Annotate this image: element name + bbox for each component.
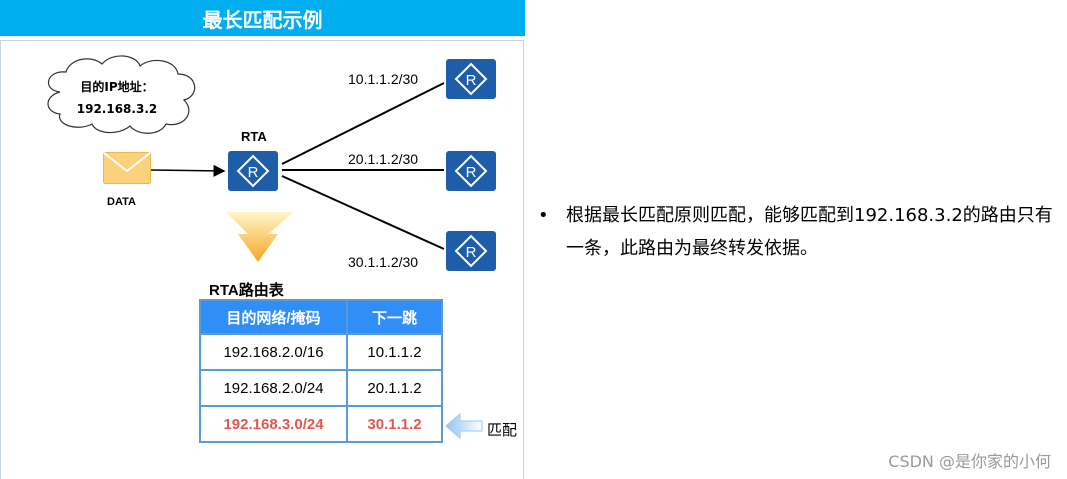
svg-text:R: R bbox=[466, 244, 477, 261]
svg-text:R: R bbox=[466, 72, 477, 89]
table-header-row: 目的网络/掩码 下一跳 bbox=[201, 301, 441, 333]
routing-table: 目的网络/掩码 下一跳 192.168.2.0/16 10.1.1.2 192.… bbox=[199, 299, 443, 443]
table-row: 192.168.2.0/16 10.1.1.2 bbox=[201, 335, 441, 369]
rta-router-icon: R bbox=[228, 151, 278, 191]
connection-lines bbox=[47, 55, 483, 440]
watermark: CSDN @是你家的小何 bbox=[888, 452, 1051, 471]
diagram-panel bbox=[0, 40, 524, 479]
left-arrow-icon bbox=[445, 412, 483, 440]
cloud-label: 目的IP地址： 192.168.3.2 bbox=[62, 76, 172, 120]
down-arrow-icon bbox=[226, 212, 294, 262]
data-label: DATA bbox=[107, 196, 136, 208]
data-to-rta-arrow bbox=[150, 164, 226, 177]
explanation-text: 根据最长匹配原则匹配，能够匹配到192.168.3.2的路由只有一条，此路由为最… bbox=[566, 205, 1053, 259]
bullet-symbol: • bbox=[538, 205, 549, 226]
envelope-icon bbox=[103, 152, 151, 184]
diagram-title: 最长匹配示例 bbox=[0, 0, 525, 36]
cloud-shape bbox=[47, 55, 196, 134]
cell-next-hop: 30.1.1.2 bbox=[348, 407, 441, 441]
svg-text:R: R bbox=[248, 164, 259, 181]
rta-label: RTA bbox=[241, 129, 267, 144]
cell-destination: 192.168.2.0/16 bbox=[201, 335, 346, 369]
router-icon-1: R bbox=[446, 59, 496, 99]
header-destination: 目的网络/掩码 bbox=[201, 301, 346, 333]
route-label-1: 10.1.1.2/30 bbox=[348, 71, 419, 87]
svg-text:R: R bbox=[466, 164, 477, 181]
header-next-hop: 下一跳 bbox=[348, 301, 441, 333]
table-caption: RTA路由表 bbox=[209, 282, 284, 299]
cell-next-hop: 20.1.1.2 bbox=[348, 371, 441, 405]
table-row: 192.168.2.0/24 20.1.1.2 bbox=[201, 371, 441, 405]
router-icon-3: R bbox=[446, 231, 496, 271]
link-to-router-3 bbox=[281, 175, 445, 250]
route-label-3: 30.1.1.2/30 bbox=[348, 254, 419, 270]
cell-destination: 192.168.3.0/24 bbox=[201, 407, 346, 441]
table-row-matched: 192.168.3.0/24 30.1.1.2 bbox=[201, 407, 441, 441]
cell-destination: 192.168.2.0/24 bbox=[201, 371, 346, 405]
explanation-bullet: • 根据最长匹配原则匹配，能够匹配到192.168.3.2的路由只有一条，此路由… bbox=[538, 199, 1058, 265]
router-icon-2: R bbox=[446, 151, 496, 191]
cloud-line-1: 目的IP地址： bbox=[80, 80, 154, 94]
match-label: 匹配 bbox=[487, 421, 518, 439]
cloud-line-2: 192.168.3.2 bbox=[76, 102, 158, 116]
route-label-2: 20.1.1.2/30 bbox=[348, 151, 419, 167]
link-to-router-1 bbox=[281, 82, 445, 165]
cell-next-hop: 10.1.1.2 bbox=[348, 335, 441, 369]
